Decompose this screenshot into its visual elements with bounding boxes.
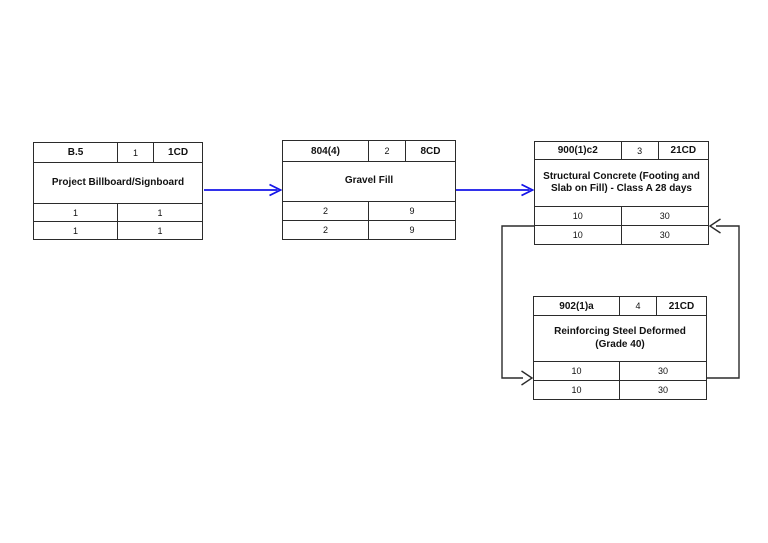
early-dates-row: 2 9	[283, 201, 455, 220]
early-finish-cell: 1	[157, 207, 163, 218]
late-start-cell: 10	[535, 226, 622, 244]
late-dates-row: 1 1	[34, 221, 202, 239]
early-finish-cell: 30	[659, 211, 670, 221]
activity-code: 900(1)c2	[535, 142, 622, 159]
activity-node-reinforcing-steel[interactable]: 902(1)a 4 21CD Reinforcing Steel Deforme…	[533, 296, 707, 400]
early-start-cell: 10	[535, 207, 622, 225]
activity-node-gravel-fill[interactable]: 804(4) 2 8CD Gravel Fill 2 9 2 9	[282, 140, 456, 240]
late-dates-row: 2 9	[283, 220, 455, 239]
edge-rebar-to-concrete-connector[interactable]	[707, 218, 740, 379]
activity-node-structural-concrete[interactable]: 900(1)c2 3 21CD Structural Concrete (Foo…	[534, 141, 709, 245]
activity-name: Reinforcing Steel Deformed (Grade 40)	[534, 315, 706, 361]
early-dates-row: 10 30	[535, 206, 708, 225]
late-dates-row: 10 30	[535, 225, 708, 244]
early-dates-row: 10 30	[534, 361, 706, 380]
edge-billboard-to-gravel-arrow[interactable]	[204, 183, 283, 197]
activity-name: Gravel Fill	[283, 161, 455, 201]
early-dates-row: 1 1	[34, 203, 202, 221]
early-start-cell: 1	[34, 204, 118, 221]
activity-name: Project Billboard/Signboard	[34, 162, 202, 203]
late-start-cell: 1	[34, 222, 118, 239]
early-finish-cell: 30	[657, 366, 668, 376]
late-finish-cell: 30	[659, 230, 670, 240]
early-start-cell: 10	[534, 362, 620, 380]
activity-name: Structural Concrete (Footing and Slab on…	[535, 159, 708, 206]
activity-duration: 21CD	[670, 145, 697, 156]
activity-seq: 4	[620, 297, 657, 315]
activity-code: B.5	[34, 143, 118, 162]
activity-seq: 1	[118, 143, 155, 162]
activity-node-billboard[interactable]: B.5 1 1CD Project Billboard/Signboard 1 …	[33, 142, 203, 240]
activity-duration: 21CD	[668, 300, 695, 312]
activity-seq: 2	[369, 141, 406, 161]
late-finish-cell: 30	[657, 385, 668, 395]
early-finish-cell: 9	[409, 206, 415, 216]
late-start-cell: 10	[534, 381, 620, 399]
edge-concrete-to-rebar-connector[interactable]	[501, 225, 534, 386]
late-start-cell: 2	[283, 221, 369, 239]
activity-duration: 1CD	[168, 147, 189, 158]
late-finish-cell: 9	[409, 225, 415, 235]
late-dates-row: 10 30	[534, 380, 706, 399]
late-finish-cell: 1	[157, 225, 163, 236]
activity-seq: 3	[622, 142, 659, 159]
early-start-cell: 2	[283, 202, 369, 220]
activity-code: 804(4)	[283, 141, 369, 161]
activity-duration: 8CD	[420, 145, 441, 157]
activity-code: 902(1)a	[534, 297, 620, 315]
edge-gravel-to-concrete-arrow[interactable]	[456, 183, 535, 197]
